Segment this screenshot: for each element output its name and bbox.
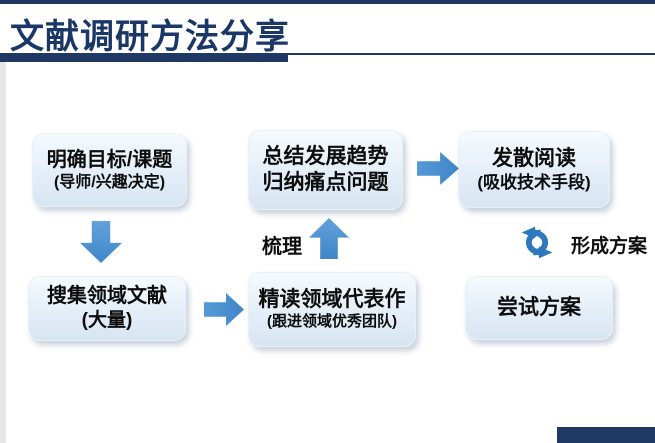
cycle-arrows-icon <box>508 225 566 260</box>
flow-box-collect: 搜集领域文献 (大量) <box>28 276 186 341</box>
left-border-strip <box>0 62 6 443</box>
box-subtitle: (导师/兴趣决定) <box>53 173 166 191</box>
box-title: 明确目标/课题 <box>46 148 173 171</box>
form-plan-label: 形成方案 <box>571 236 648 257</box>
page-title: 文献调研方法分享 <box>10 18 290 56</box>
box-subtitle: 归纳痛点问题 <box>262 171 389 194</box>
flow-box-try: 尝试方案 <box>465 276 613 340</box>
box-subtitle: (大量) <box>81 310 133 332</box>
title-underline-thin <box>0 53 655 55</box>
box-title: 精读领域代表作 <box>258 288 406 311</box>
box-subtitle: (吸收技术手段) <box>477 173 591 192</box>
right-arrow-icon <box>204 293 244 326</box>
box-title: 尝试方案 <box>497 295 581 319</box>
flow-box-diverge: 发散阅读 (吸收技术手段) <box>458 131 610 208</box>
box-title: 发散阅读 <box>492 146 576 170</box>
flow-box-read: 精读领域代表作 (跟进领域优秀团队) <box>248 272 416 347</box>
box-subtitle: (跟进领域优秀团队) <box>267 313 397 331</box>
flow-box-goal: 明确目标/课题 (导师/兴趣决定) <box>32 133 187 207</box>
down-arrow-icon <box>80 221 122 263</box>
footer-accent-bar <box>557 427 655 443</box>
title-underline-thick <box>0 55 288 62</box>
box-title: 总结发展趋势 <box>262 144 389 168</box>
top-accent-bar <box>0 0 655 4</box>
box-title: 搜集领域文献 <box>47 285 167 308</box>
right-arrow-icon <box>417 152 459 185</box>
comb-label: 梳理 <box>262 236 302 258</box>
flow-box-summarize: 总结发展趋势 归纳痛点问题 <box>248 130 403 210</box>
up-arrow-icon <box>309 218 349 259</box>
